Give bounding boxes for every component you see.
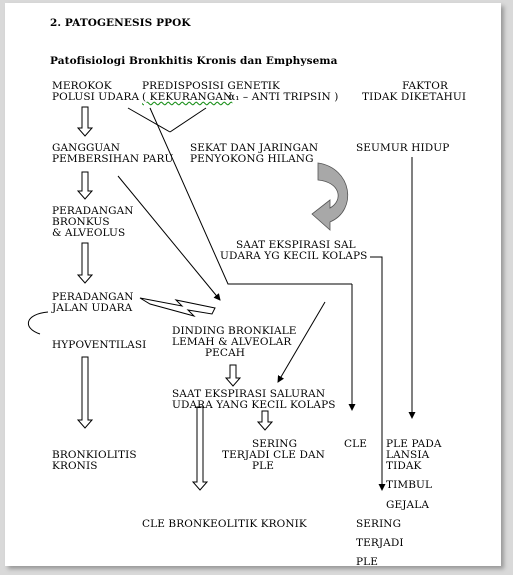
node-ple-5: GEJALA: [386, 499, 429, 511]
block-arrow-6: [224, 364, 242, 387]
document-heading: 2. PATOGENESIS PPOK: [50, 17, 191, 29]
node-bronkiolitis-2: KRONIS: [52, 460, 98, 472]
node-sering-1: SERING: [252, 438, 298, 450]
node-peradangan-b-3: & ALVEOLUS: [52, 227, 126, 239]
node-saat-sal-2: UDARA YG KECIL KOLAPS: [220, 250, 368, 262]
node-sekat-1: SEKAT DAN JARINGAN: [190, 142, 319, 154]
node-gangguan-2: PEMBERSIHAN PARU: [52, 153, 174, 165]
node-seumur: SEUMUR HIDUP: [356, 142, 450, 154]
node-srg-3: PLE: [356, 556, 379, 568]
node-ple-1: PLE PADA: [386, 438, 442, 450]
node-dinding-2: LEMAH & ALVEOLAR: [172, 336, 292, 348]
node-merokok: MEROKOK: [52, 80, 112, 92]
node-antitripsin: α₁ – ANTI TRIPSIN ): [228, 91, 339, 103]
node-sering-3: PLE: [252, 460, 275, 472]
node-dinding-1: DINDING BRONKIALE: [172, 325, 297, 337]
node-polusi: POLUSI UDARA: [52, 91, 140, 103]
line-merokok-to-saat-sal: [149, 107, 352, 285]
node-peradangan-b-2: BRONKUS: [52, 216, 110, 228]
node-gangguan-1: GANGGUAN: [52, 142, 121, 154]
node-hypoventilasi: HYPOVENTILASI: [52, 339, 147, 351]
block-arrow-1: [76, 106, 94, 137]
block-arrow-3: [76, 242, 94, 284]
block-arrow-2: [76, 171, 94, 200]
node-sering-2: TERJADI CLE DAN: [222, 449, 325, 461]
node-ple-4: TIMBUL: [386, 479, 433, 491]
node-kekurangan: ( KEKURANGAN: [142, 91, 233, 103]
lightning-bolt: [139, 297, 216, 317]
node-peradangan-b-1: PERADANGAN: [52, 205, 134, 217]
node-srg-1: SERING: [356, 518, 402, 530]
node-sekat-2: PENYOKONG HILANG: [190, 153, 314, 165]
line-predisposisi-right: [169, 107, 207, 133]
node-saat-saluran-1: SAAT EKSPIRASI SALURAN: [172, 388, 326, 400]
line-saat-sal-to-ple: [370, 256, 386, 491]
node-predisposisi: PREDISPOSISI GENETIK: [142, 80, 280, 92]
block-arrow-7: [256, 410, 274, 431]
node-peradangan-j-2: JALAN UDARA: [52, 302, 133, 314]
node-ple-2: LANSIA: [386, 449, 430, 461]
node-dinding-3: PECAH: [205, 347, 246, 359]
block-arrow-5: [191, 406, 209, 491]
node-srg-2: TERJADI: [356, 537, 404, 549]
line-gangguan-to-dinding: [117, 175, 221, 301]
node-ple-3: TIDAK: [386, 460, 422, 472]
line-hypo-curve: [28, 311, 49, 335]
node-bronkiolitis-1: BRONKIOLITIS: [52, 449, 137, 461]
node-faktor: FAKTOR: [402, 80, 448, 92]
node-cle: CLE: [344, 438, 367, 450]
line-predisposisi-left: [127, 107, 171, 133]
document-subheading: Patofisiologi Bronkhitis Kronis dan Emph…: [50, 55, 338, 67]
node-saat-sal-1: SAAT EKSPIRASI SAL: [236, 239, 356, 251]
curved-gray-arrow: [311, 162, 349, 231]
node-tidak-diketahui: TIDAK DIKETAHUI: [362, 91, 467, 103]
node-peradangan-j-1: PERADANGAN: [52, 291, 134, 303]
block-arrow-4: [76, 356, 94, 429]
line-to-saat-saluran: [277, 301, 326, 383]
node-saat-saluran-2: UDARA YANG KECIL KOLAPS: [172, 399, 336, 411]
node-cle-bronkeolitik: CLE BRONKEOLITIK KRONIK: [142, 518, 307, 530]
